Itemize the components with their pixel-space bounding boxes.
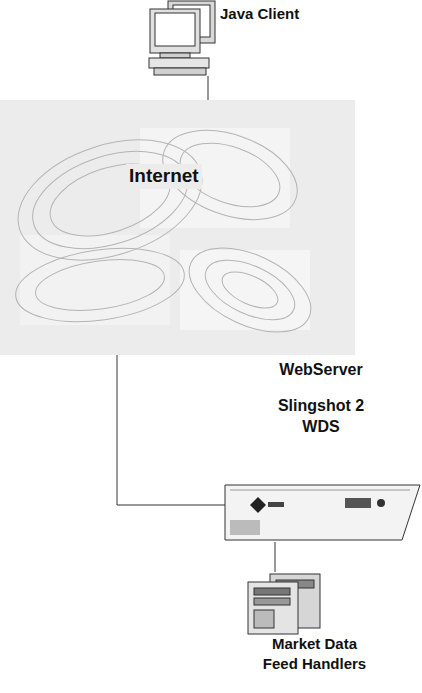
node-label: Java Client <box>220 4 299 24</box>
server-vent <box>230 520 260 535</box>
connector-line <box>117 355 225 505</box>
swirl-line <box>3 118 218 281</box>
node-sublabel: Slingshot 2 WDS <box>271 396 371 438</box>
cloud-ground <box>0 100 355 355</box>
keyboard <box>154 68 206 75</box>
swirl-line <box>176 231 323 349</box>
server-edge <box>230 490 410 491</box>
connector-line <box>275 542 276 572</box>
connector-line <box>208 76 209 100</box>
power-button <box>377 499 385 507</box>
swirl-line <box>20 133 199 266</box>
internet-region: Internet <box>0 100 355 355</box>
tower-server-icon <box>248 574 320 634</box>
node-label: Market Data Feed Handlers <box>255 634 374 673</box>
sun-logo-mark <box>268 502 284 507</box>
server-node: WebServerSlingshot 2 WDS <box>225 358 419 542</box>
swirl-line <box>32 252 167 318</box>
drive-bay <box>254 598 290 605</box>
node-label: WebServer <box>225 360 417 381</box>
swirl-line <box>11 239 189 332</box>
workstation-node: Java Client <box>148 0 303 76</box>
computer-base <box>149 58 209 68</box>
tower-vent <box>254 610 274 628</box>
swirl-line <box>196 248 303 332</box>
monitor-stand <box>160 53 190 58</box>
cloud-panel <box>180 250 310 330</box>
monitor-front <box>150 9 200 53</box>
server-badge <box>345 498 371 508</box>
node-label: Internet <box>126 164 202 189</box>
feed-handler-node: Market Data Feed Handlers <box>238 572 398 690</box>
server-unit-icon <box>225 485 420 540</box>
sun-logo <box>250 497 266 513</box>
monitor-screen <box>155 13 195 46</box>
tower-front <box>248 582 298 634</box>
server-chassis <box>225 485 420 540</box>
internet-cloud <box>0 100 355 355</box>
drive-bay <box>254 588 290 595</box>
swirl-line <box>217 265 283 316</box>
workstation-icon <box>149 1 215 75</box>
